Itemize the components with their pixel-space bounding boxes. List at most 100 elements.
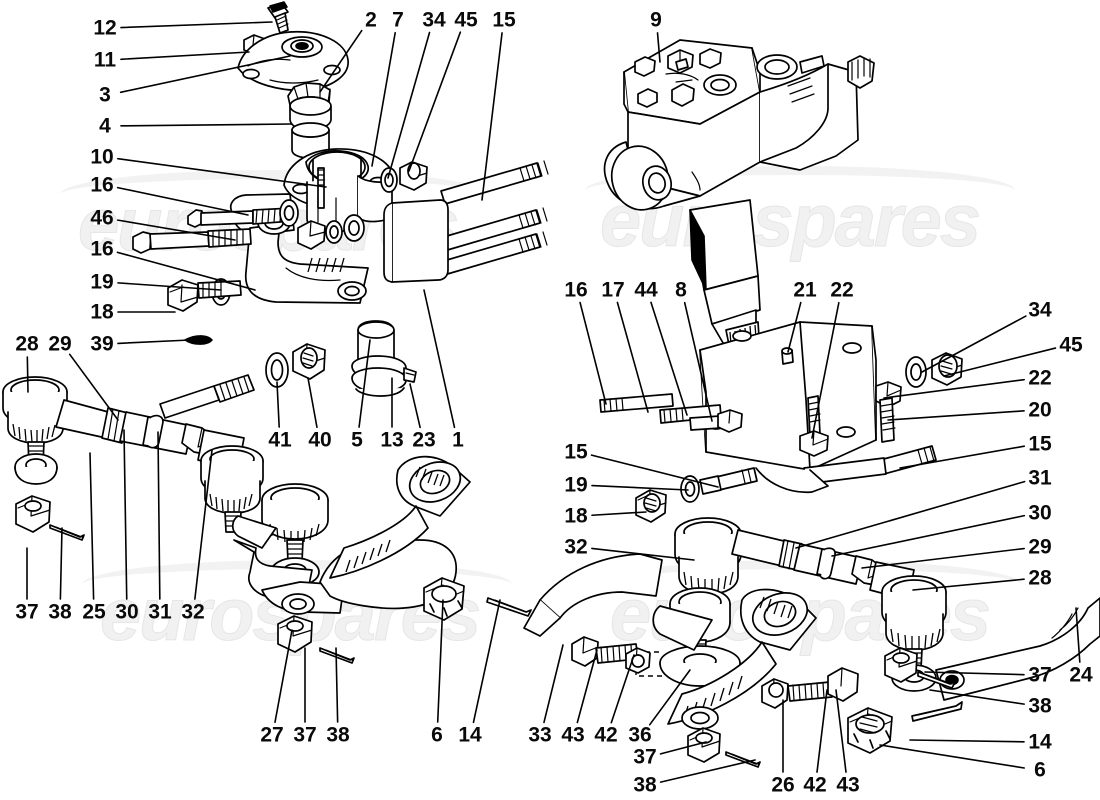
callout-number-14: 14 — [458, 723, 482, 747]
callout-number-34: 34 — [422, 8, 446, 32]
callout-number-46: 46 — [90, 206, 114, 230]
leader-line-16 — [579, 301, 607, 405]
callout-number-5: 5 — [351, 428, 363, 452]
callout-number-45: 45 — [1059, 333, 1083, 357]
callout-number-32: 32 — [181, 600, 205, 624]
leader-line-22 — [811, 301, 840, 439]
right-tie-rod-assembly — [674, 517, 1100, 754]
leader-line-31 — [157, 431, 161, 600]
steering-gearbox — [603, 39, 875, 387]
leader-line-43 — [835, 689, 847, 773]
leader-line-27 — [274, 629, 293, 724]
callout-number-3: 3 — [99, 83, 111, 107]
callout-number-7: 7 — [392, 8, 404, 32]
callout-number-38: 38 — [633, 773, 657, 797]
leader-line-42 — [610, 654, 635, 724]
callout-number-29: 29 — [48, 332, 72, 356]
leader-line-38 — [59, 527, 63, 600]
callout-number-16: 16 — [90, 173, 114, 197]
callout-number-25: 25 — [82, 600, 106, 624]
callout-number-38: 38 — [48, 600, 72, 624]
callout-number-21: 21 — [793, 278, 817, 302]
callout-number-27: 27 — [260, 723, 284, 747]
leader-line-28 — [912, 578, 1025, 591]
callout-number-41: 41 — [268, 428, 292, 452]
callout-number-22: 22 — [830, 278, 854, 302]
callout-number-32: 32 — [564, 535, 588, 559]
leader-line-14 — [472, 599, 501, 724]
leader-line-12 — [120, 21, 273, 29]
callout-number-9: 9 — [650, 8, 662, 32]
callout-number-26: 26 — [771, 773, 795, 797]
callout-number-16: 16 — [90, 237, 114, 261]
callout-number-28: 28 — [15, 332, 39, 356]
leader-line-29 — [861, 547, 1025, 569]
callout-number-37: 37 — [633, 745, 657, 769]
callout-number-37: 37 — [15, 600, 39, 624]
leader-line-32 — [194, 449, 213, 600]
callout-number-20: 20 — [1028, 398, 1052, 422]
leader-line-21 — [787, 301, 802, 353]
leader-line-37 — [659, 741, 707, 755]
leader-line-30 — [831, 514, 1026, 557]
callout-number-38: 38 — [1028, 694, 1052, 718]
leader-line-7 — [371, 31, 396, 167]
leader-line-15 — [481, 32, 503, 201]
callout-number-18: 18 — [564, 504, 588, 528]
callout-number-24: 24 — [1069, 663, 1093, 687]
leader-line-22 — [883, 378, 1025, 399]
callout-number-42: 42 — [803, 773, 827, 797]
leader-line-34 — [921, 315, 1027, 373]
callout-number-36: 36 — [628, 723, 652, 747]
callout-leader-lines — [26, 21, 1081, 783]
callout-number-30: 30 — [1028, 501, 1052, 525]
washer-and-nut-41-40 — [159, 343, 326, 419]
leader-line-41 — [276, 381, 280, 428]
callout-number-43: 43 — [836, 773, 860, 797]
callout-number-19: 19 — [564, 473, 588, 497]
leader-line-18 — [591, 511, 647, 517]
callout-number-10: 10 — [90, 145, 114, 169]
callout-number-44: 44 — [634, 278, 658, 302]
callout-number-23: 23 — [412, 428, 436, 452]
leader-line-42 — [816, 689, 828, 773]
leader-line-16 — [116, 251, 256, 291]
upper-support-assembly — [132, 1, 549, 312]
leader-line-45 — [943, 347, 1057, 377]
leader-line-33 — [543, 644, 564, 724]
leader-line-4 — [120, 123, 293, 127]
callout-number-13: 13 — [380, 428, 404, 452]
leader-line-25 — [89, 452, 95, 600]
leader-line-14 — [909, 739, 1025, 743]
leader-line-23 — [409, 383, 421, 429]
callout-number-29: 29 — [1028, 535, 1052, 559]
callout-number-43: 43 — [561, 723, 585, 747]
leader-line-29 — [68, 353, 119, 421]
callout-number-6: 6 — [431, 723, 443, 747]
leader-line-44 — [650, 301, 688, 416]
callout-number-33: 33 — [528, 723, 552, 747]
callout-number-2: 2 — [365, 8, 377, 32]
callout-number-37: 37 — [1028, 663, 1052, 687]
leader-line-40 — [307, 377, 318, 429]
leader-line-28 — [26, 356, 29, 393]
leader-line-11 — [120, 51, 250, 61]
leader-line-34 — [387, 31, 431, 179]
callout-number-8: 8 — [675, 278, 687, 302]
leader-line-6 — [879, 744, 1025, 769]
leader-line-45 — [408, 31, 462, 172]
callout-number-30: 30 — [115, 600, 139, 624]
callout-number-4: 4 — [99, 114, 111, 138]
leader-line-2 — [319, 29, 363, 93]
callout-number-45: 45 — [454, 8, 478, 32]
callout-number-19: 19 — [90, 270, 114, 294]
leader-line-15 — [899, 445, 1026, 469]
leader-line-1 — [423, 289, 456, 429]
leader-line-31 — [795, 480, 1026, 549]
left-tie-rod-assembly — [2, 335, 264, 541]
callout-number-28: 28 — [1028, 566, 1052, 590]
callout-number-11: 11 — [93, 48, 117, 72]
leader-line-3 — [119, 55, 291, 94]
callout-number-16: 16 — [564, 278, 588, 302]
